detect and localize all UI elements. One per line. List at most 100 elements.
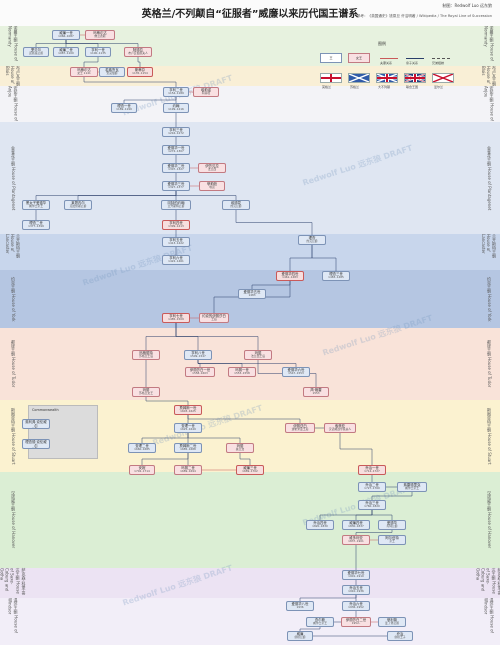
monarch-charles[interactable]: 查尔斯威尔士亲王 xyxy=(306,617,334,627)
monarch-reign: 1377–1399 xyxy=(28,224,44,228)
monarch-edmund[interactable]: 埃德蒙约克公爵 xyxy=(222,200,250,210)
monarch-name: 约克的伊丽莎白 xyxy=(202,314,226,318)
monarch-frederick[interactable]: 弗雷德里克威尔士亲王 xyxy=(397,482,427,492)
monarch-matilda_f[interactable]: 玛蒂尔达佛兰德斯 xyxy=(85,30,115,40)
monarch-johngaunt[interactable]: 冈特的约翰兰开斯特公爵 xyxy=(161,200,191,210)
parent-child-line xyxy=(251,281,291,289)
monarch-reign: 1189–1199 xyxy=(116,107,132,111)
monarch-robert[interactable]: 罗贝尔诺曼底公爵 xyxy=(23,47,49,57)
monarch-matilda[interactable]: 玛蒂尔达女王 1141 xyxy=(70,67,98,77)
monarch-rcromwell[interactable]: 理查德·克伦威尔护国公 xyxy=(22,439,50,449)
monarch-philippa[interactable]: 菲莉帕埃诺 xyxy=(199,181,225,191)
monarch-reign: 苏格兰女王 xyxy=(139,391,153,395)
monarch-edwardkent[interactable]: 爱德华肯特公爵 xyxy=(378,520,406,530)
legend-parent-line xyxy=(406,58,424,59)
monarch-name: 若弗鲁瓦 xyxy=(105,68,119,72)
band-label-text: 都铎王朝 House of Tudor xyxy=(487,340,492,388)
band-label-right-hanover: 汉诺威王朝 House of Hanover xyxy=(478,472,500,568)
monarch-mary_t[interactable]: 玛丽法兰西王后 xyxy=(244,350,272,360)
monarch-adela[interactable]: 阿德拉布卢瓦伯爵夫人 xyxy=(124,47,152,57)
monarch-william[interactable]: 威廉剑桥公爵 xyxy=(287,631,313,641)
monarch-elizabeth_b[interactable]: 伊丽莎白波希米亚王后 xyxy=(285,423,315,433)
band-label-right-stuart: 斯图亚特王朝 House of Stuart xyxy=(478,400,500,472)
monarch-sophia[interactable]: 索菲亚汉诺威选帝侯夫人 xyxy=(324,423,356,433)
monarch-elizabethyork[interactable]: 约克的伊丽莎白王后 xyxy=(199,313,229,323)
monarch-richardyork[interactable]: 理查约克公爵 xyxy=(298,235,326,245)
monarch-geoffrey[interactable]: 若弗鲁瓦安茹伯爵 xyxy=(99,67,125,77)
band-label-text: 汉诺威王朝 House of Hanover xyxy=(487,491,492,549)
parent-child-line xyxy=(371,492,413,500)
monarch-george[interactable]: 乔治剑桥王子 xyxy=(387,631,413,641)
monarch-name: 亨利六世 xyxy=(169,256,183,260)
monarch-isabella[interactable]: 伊莎贝拉法兰西 xyxy=(198,163,226,173)
monarch-philip[interactable]: 菲利普爱丁堡公爵 xyxy=(378,617,406,627)
parent-child-line xyxy=(239,453,251,465)
flag-great-britain-icon xyxy=(376,73,398,83)
monarch-eleanor[interactable]: 埃莉诺阿基坦 xyxy=(193,87,219,97)
monarch-name: 理查一世 xyxy=(117,104,131,108)
parent-child-line xyxy=(145,397,189,405)
monarch-reign: 威尔士亲王 xyxy=(405,486,419,490)
monarch-name: 乔治六世 xyxy=(349,602,363,606)
monarch-reign: 法兰西 xyxy=(207,167,217,171)
monarch-cromwell[interactable]: 奥利弗·克伦威尔护国公 xyxy=(22,419,50,429)
monarch-mary_o[interactable]: 玛丽奥兰治 xyxy=(226,443,254,453)
monarch-reign: 1689–1702 xyxy=(242,469,258,473)
monarch-lionel[interactable]: 莱昂内尔克拉伦斯公爵 xyxy=(64,200,92,210)
parent-child-line xyxy=(355,510,373,520)
monarch-reign: 1936 xyxy=(296,605,304,609)
monarch-margaret[interactable]: 玛格丽特苏格兰王后 xyxy=(132,350,160,360)
monarch-blackprince[interactable]: 黑太子爱德华威尔士亲王 xyxy=(22,200,50,210)
monarch-reign: 1154–1189 xyxy=(168,91,184,95)
monarch-name: 伊莎贝拉 xyxy=(205,164,219,168)
monarch-reign: 1952– xyxy=(351,621,361,625)
monarch-albert[interactable]: 阿尔伯特亲王 xyxy=(378,535,406,545)
monarch-reign: 1509–1547 xyxy=(190,354,206,358)
monarch-maryscots[interactable]: 玛丽苏格兰女王 xyxy=(132,387,160,397)
